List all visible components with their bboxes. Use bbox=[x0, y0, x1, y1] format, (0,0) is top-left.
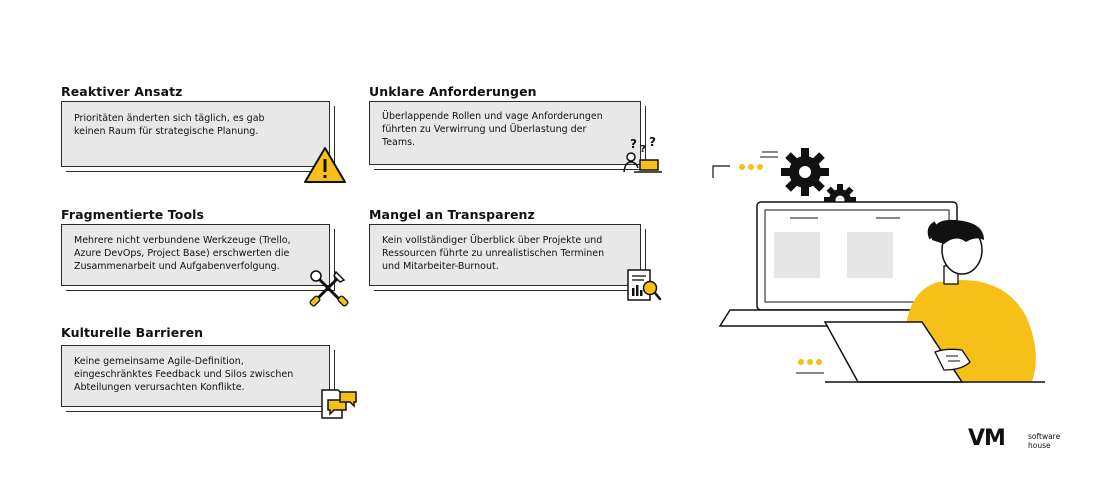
logo-mark: VM bbox=[968, 426, 1006, 451]
person-laptop-gears-illustration bbox=[712, 148, 1045, 383]
card-text: Kein vollständiger Überblick über Projek… bbox=[382, 235, 605, 272]
svg-text:?: ? bbox=[649, 136, 656, 149]
card-kulturelle-barrieren: Keine gemeinsame Agile-Definition, einge… bbox=[61, 345, 330, 407]
card-mangel-an-transparenz: Kein vollständiger Überblick über Projek… bbox=[369, 224, 641, 286]
card-text: Überlappende Rollen und vage Anforderung… bbox=[382, 111, 603, 148]
heading-mangel-an-transparenz: Mangel an Transparenz bbox=[369, 207, 535, 222]
svg-text:?: ? bbox=[630, 137, 637, 151]
confused-person-icon: ? ? ? bbox=[623, 136, 662, 173]
card-fragmentierte-tools: Mehrere nicht verbundene Werkzeuge (Trel… bbox=[61, 224, 330, 286]
logo-text: software house bbox=[1028, 432, 1060, 450]
card-text: Mehrere nicht verbundene Werkzeuge (Trel… bbox=[74, 235, 291, 272]
report-search-icon bbox=[627, 269, 662, 301]
warning-icon bbox=[304, 147, 346, 183]
logo-line-2: house bbox=[1028, 441, 1051, 450]
heading-kulturelle-barrieren: Kulturelle Barrieren bbox=[61, 325, 204, 340]
card-text: Keine gemeinsame Agile-Definition, einge… bbox=[74, 356, 294, 393]
heading-fragmentierte-tools: Fragmentierte Tools bbox=[61, 207, 205, 222]
card-reaktiver-ansatz: Prioritäten änderten sich täglich, es ga… bbox=[61, 101, 330, 167]
tools-icon bbox=[309, 270, 349, 307]
chat-document-icon bbox=[321, 389, 357, 419]
heading-unklare-anforderungen: Unklare Anforderungen bbox=[369, 84, 537, 99]
card-text: Prioritäten änderten sich täglich, es ga… bbox=[74, 113, 265, 137]
vm-software-house-logo: VM software house bbox=[968, 426, 1068, 458]
card-unklare-anforderungen: Überlappende Rollen und vage Anforderung… bbox=[369, 101, 641, 165]
svg-text:?: ? bbox=[640, 144, 646, 155]
logo-line-1: software bbox=[1028, 432, 1061, 441]
heading-reaktiver-ansatz: Reaktiver Ansatz bbox=[61, 84, 183, 99]
